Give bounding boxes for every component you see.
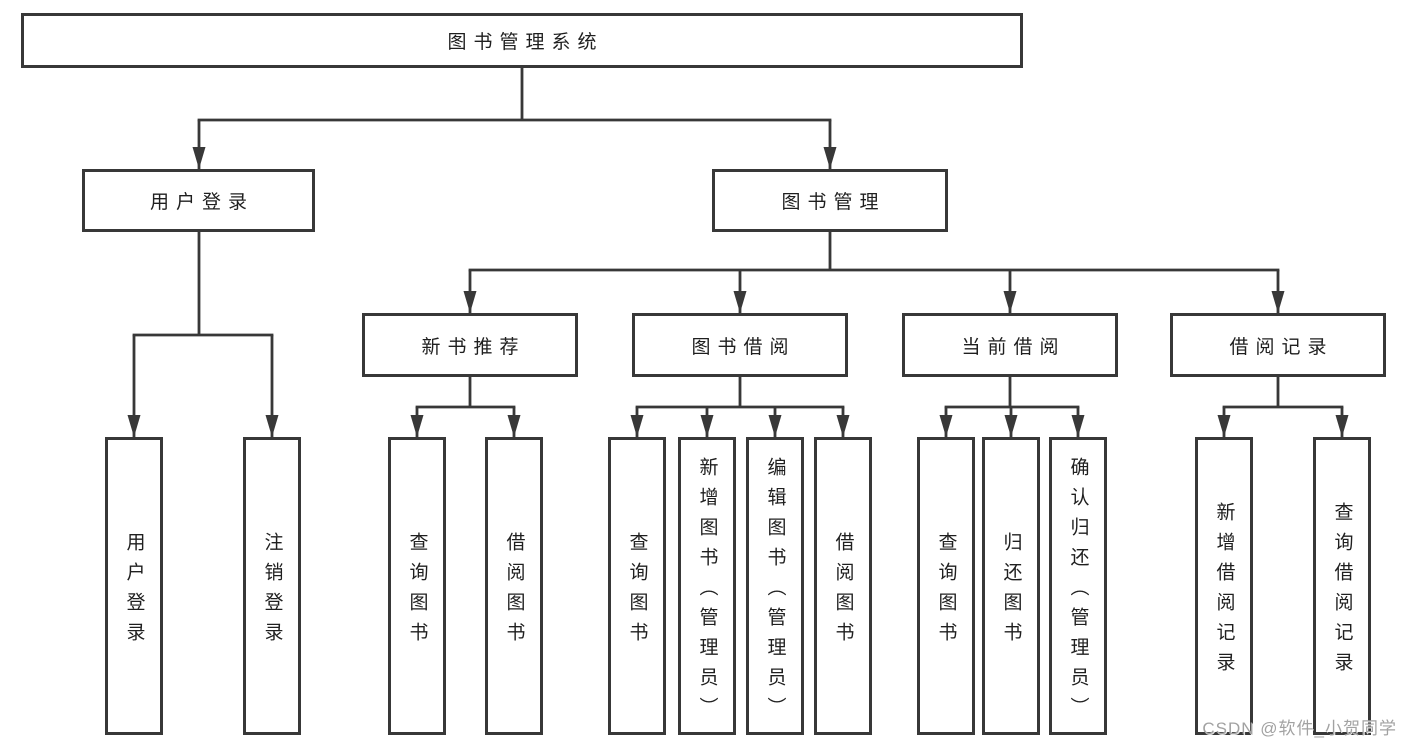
node-add-book-admin: 新增图书（管理员） [678,437,736,735]
watermark-text: CSDN @软件_小贺同学 [1202,719,1397,738]
node-borrowing-records: 借阅记录 [1170,313,1386,377]
node-library-system: 图书管理系统 [21,13,1023,68]
node-borrow-books-borrowing: 借阅图书 [814,437,872,735]
node-query-books-borrowing: 查询图书 [608,437,666,735]
node-query-borrow-record: 查询借阅记录 [1313,437,1371,735]
node-query-books-current: 查询图书 [917,437,975,735]
node-book-borrowing: 图书借阅 [632,313,848,377]
node-new-book-recommend: 新书推荐 [362,313,578,377]
node-query-books-recommend: 查询图书 [388,437,446,735]
node-return-books: 归还图书 [982,437,1040,735]
node-logout-action: 注销登录 [243,437,301,735]
node-confirm-return-admin: 确认归还（管理员） [1049,437,1107,735]
node-user-login: 用户登录 [82,169,315,232]
node-add-borrow-record: 新增借阅记录 [1195,437,1253,735]
node-current-borrowing: 当前借阅 [902,313,1118,377]
node-book-management: 图书管理 [712,169,948,232]
node-borrow-books-recommend: 借阅图书 [485,437,543,735]
node-edit-book-admin: 编辑图书（管理员） [746,437,804,735]
node-user-login-action: 用户登录 [105,437,163,735]
